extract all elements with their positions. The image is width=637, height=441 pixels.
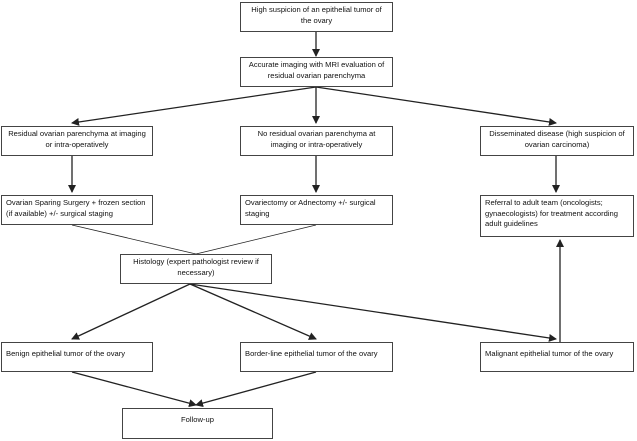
connector-benign-to-followup (71, 371, 197, 408)
node-disseminated-disease: Disseminated disease (high suspicion of … (480, 126, 634, 156)
connector-borderline-to-followup (195, 371, 317, 408)
node-malignant-tumor: Malignant epithelial tumor of the ovary (480, 342, 634, 372)
node-residual-parenchyma: Residual ovarian parenchyma at imaging o… (1, 126, 153, 156)
node-malignant-tumor-label: Malignant epithelial tumor of the ovary (485, 349, 614, 358)
node-no-residual-parenchyma-line-2: imaging or intra-operatively (270, 139, 363, 149)
node-borderline-tumor-label: Border-line epithelial tumor of the ovar… (245, 349, 378, 358)
node-follow-up-label: Follow-up (181, 415, 214, 424)
node-high-suspicion-line-1: High suspicion of an epithelial tumor of (251, 5, 382, 14)
node-mri-imaging-line-1: Accurate imaging with MRI evaluation of (248, 60, 385, 69)
node-ovarian-sparing-surgery-line-2: (if available) +/- surgical staging (6, 208, 113, 218)
node-referral-adult-team-line-1: Referral to adult team (oncologists; (485, 198, 603, 207)
node-ovariectomy-line-2: staging (245, 208, 270, 218)
connector-histology-to-borderline (189, 283, 317, 340)
node-no-residual-parenchyma-line-1: No residual ovarian parenchyma at (257, 129, 376, 138)
node-benign-tumor: Benign epithelial tumor of the ovary (1, 342, 153, 372)
node-histology: Histology (expert pathologist review if … (120, 254, 272, 284)
node-mri-imaging: Accurate imaging with MRI evaluation of … (240, 57, 393, 87)
node-referral-adult-team-line-3: adult guidelines (485, 219, 538, 228)
node-residual-parenchyma-line-1: Residual ovarian parenchyma at imaging (8, 129, 146, 138)
node-disseminated-disease-line-1: Disseminated disease (high suspicion of (489, 129, 625, 138)
node-ovariectomy: Ovariectomy or Adnectomy +/- surgical st… (240, 195, 393, 225)
node-follow-up: Follow-up (122, 408, 273, 439)
connector-imaging-to-disseminated (315, 86, 557, 126)
connector-histology-to-malignant (189, 283, 557, 342)
node-disseminated-disease-line-2: ovarian carcinoma) (524, 139, 590, 149)
node-mri-imaging-line-2: residual ovarian parenchyma (267, 70, 366, 80)
node-referral-adult-team-line-2: gynaecologists) for treatment according (485, 208, 618, 218)
node-ovarian-sparing-surgery-line-1: Ovarian Sparing Surgery + frozen section (6, 198, 146, 207)
node-no-residual-parenchyma: No residual ovarian parenchyma at imagin… (240, 126, 393, 156)
node-residual-parenchyma-line-2: or intra-operatively (45, 139, 109, 149)
node-high-suspicion: High suspicion of an epithelial tumor of… (240, 2, 393, 32)
connector-histology-to-benign (71, 283, 191, 340)
connector-ovariectomy-to-histology (195, 224, 317, 255)
node-ovariectomy-line-1: Ovariectomy or Adnectomy +/- surgical (245, 198, 376, 207)
node-referral-adult-team: Referral to adult team (oncologists; gyn… (480, 195, 634, 237)
node-ovarian-sparing-surgery: Ovarian Sparing Surgery + frozen section… (1, 195, 153, 225)
connector-sparing-to-histology (71, 224, 197, 255)
node-benign-tumor-label: Benign epithelial tumor of the ovary (6, 349, 126, 358)
node-histology-line-1: Histology (expert pathologist review if (133, 257, 259, 266)
node-borderline-tumor: Border-line epithelial tumor of the ovar… (240, 342, 393, 372)
node-high-suspicion-line-2: the ovary (300, 15, 333, 25)
connector-imaging-to-residual (71, 86, 317, 126)
node-histology-line-2: necessary) (177, 267, 215, 277)
